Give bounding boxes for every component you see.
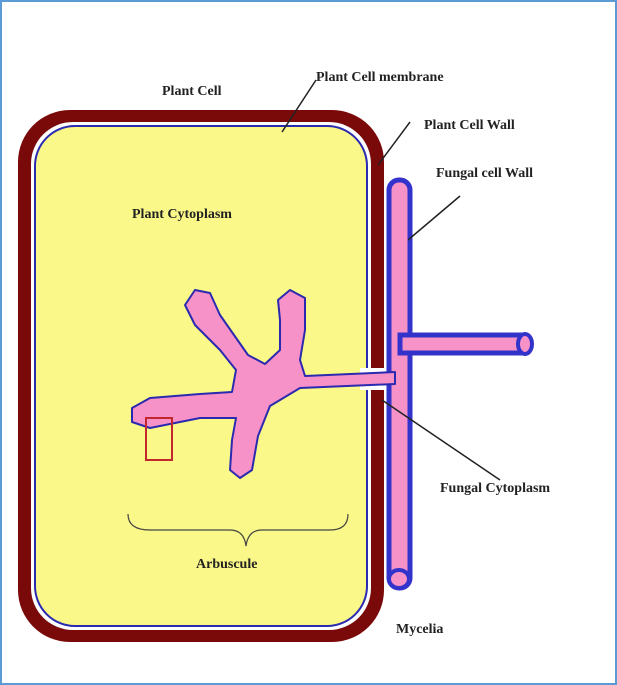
label-arbuscule: Arbuscule xyxy=(196,557,257,573)
label-plant-cell-wall: Plant Cell Wall xyxy=(424,118,515,134)
label-plant-cell-membrane: Plant Cell membrane xyxy=(316,70,444,86)
hypha-tip-bottom xyxy=(389,570,409,588)
label-mycelia: Mycelia xyxy=(396,622,443,638)
leader-fungal-wall xyxy=(408,196,460,240)
label-fungal-cell-wall: Fungal cell Wall xyxy=(436,166,533,182)
label-plant-cytoplasm: Plant Cytoplasm xyxy=(132,207,232,223)
leader-wall xyxy=(378,122,410,165)
hypha-tip-right xyxy=(518,334,532,354)
label-fungal-cytoplasm: Fungal Cytoplasm xyxy=(440,481,550,497)
label-plant-cell: Plant Cell xyxy=(162,84,222,100)
fungal-hypha-branch-right xyxy=(400,335,525,353)
